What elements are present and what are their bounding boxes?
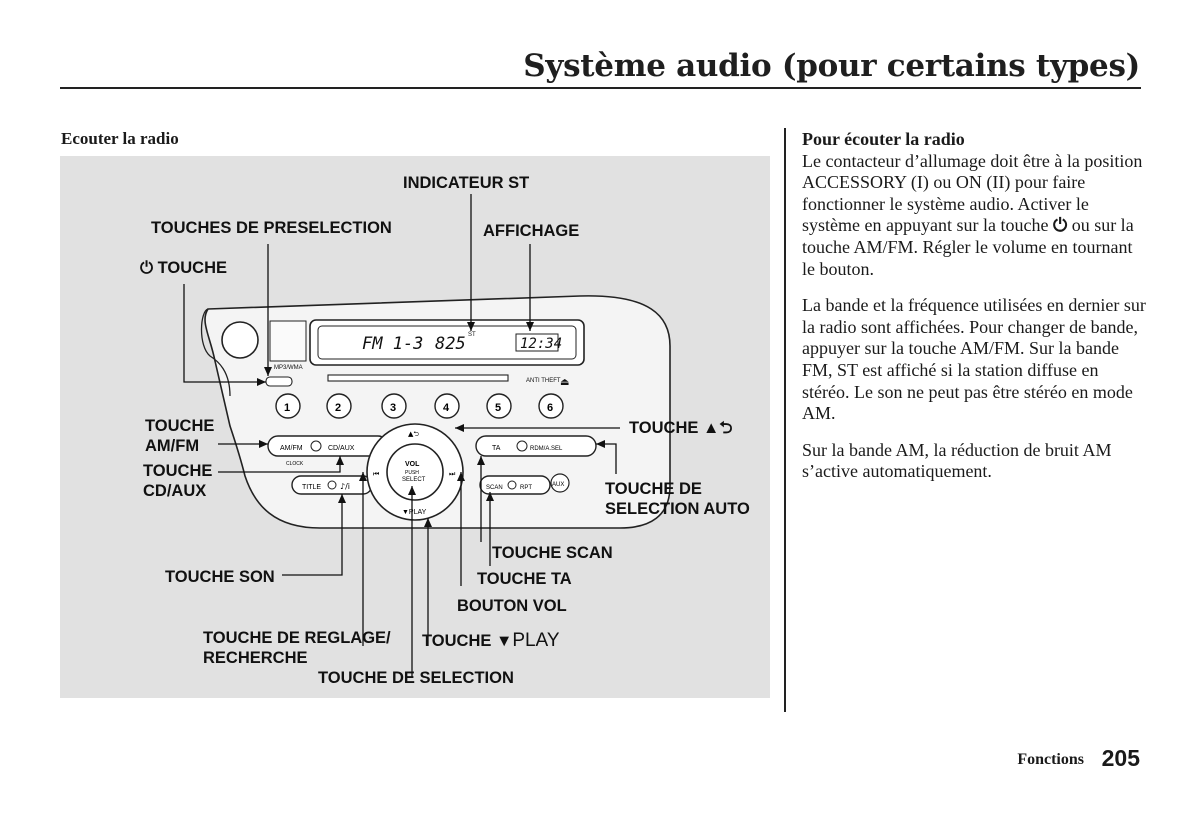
- label-touche-play: TOUCHE ▼PLAY: [422, 630, 560, 651]
- svg-text:4: 4: [443, 402, 450, 414]
- svg-text:AM/FM: AM/FM: [280, 445, 303, 452]
- radio-illustration: MP3/WMA FM 1-3 825 ST 12:34 ANTI THEFT ⏏…: [183, 194, 671, 678]
- left-knob: [221, 321, 259, 359]
- label-touche-cdaux: TOUCHE CD/AUX: [143, 462, 213, 500]
- power-icon: ⏻: [1052, 215, 1068, 237]
- label-touche-ta: TOUCHE TA: [477, 570, 572, 588]
- label-touche-son: TOUCHE SON: [165, 568, 275, 586]
- svg-text:RPT: RPT: [520, 485, 532, 491]
- label-touche-eject: TOUCHE ▲⮌: [629, 419, 733, 437]
- page-number: 205: [1101, 745, 1140, 771]
- left-wing: [200, 308, 231, 397]
- title-rule: [60, 87, 1141, 89]
- svg-text:SCAN: SCAN: [486, 485, 503, 491]
- label-touche-amfm: TOUCHE AM/FM: [145, 417, 215, 455]
- svg-text:VOL: VOL: [405, 461, 420, 468]
- label-affichage: AFFICHAGE: [483, 222, 580, 240]
- display-freq: 825: [435, 334, 466, 354]
- paragraph-2: La bande et la fréquence utilisées en de…: [802, 295, 1146, 424]
- svg-text:6: 6: [547, 402, 553, 414]
- svg-text:1: 1: [284, 402, 290, 414]
- volume-knob: [386, 443, 444, 501]
- svg-text:TA: TA: [492, 445, 501, 452]
- label-touche-selection: TOUCHE DE SELECTION: [318, 669, 514, 687]
- preset-buttons: 1 2 3 4 5 6: [275, 393, 564, 419]
- anti-theft-text: ANTI THEFT: [526, 378, 561, 384]
- label-touche-scan: TOUCHE SCAN: [492, 544, 613, 562]
- leader-lines: [183, 194, 620, 678]
- display-inner: [317, 325, 577, 360]
- svg-text:PUSH: PUSH: [405, 470, 419, 476]
- label-touche-power: ⏻ TOUCHE: [140, 259, 228, 277]
- eject-symbol: ⏏: [560, 377, 569, 388]
- svg-text:5: 5: [495, 402, 501, 414]
- column-divider: [784, 128, 786, 712]
- svg-text:2: 2: [335, 402, 341, 414]
- power-icon: ⏻: [140, 259, 154, 277]
- mp3-badge: [269, 320, 307, 362]
- display-clock-box: [515, 333, 559, 352]
- label-bouton-vol: BOUTON VOL: [457, 597, 567, 615]
- label-indicateur-st: INDICATEUR ST: [403, 174, 530, 192]
- svg-text:⏮: ⏮: [373, 470, 379, 478]
- footer-section: Fonctions: [1017, 751, 1084, 768]
- paragraph-1: Le contacteur d’allumage doit être à la …: [802, 150, 1143, 279]
- cd-slot: [327, 374, 509, 382]
- ta-rdm-pill: [475, 435, 597, 457]
- label-touche-selection-auto: TOUCHE DE SELECTION AUTO: [605, 480, 750, 518]
- svg-text:♪/i: ♪/i: [340, 482, 350, 491]
- down-triangle-icon: ▼: [495, 632, 513, 650]
- right-column: Pour écouter la radio Le contacteur d’al…: [802, 129, 1147, 498]
- svg-text:3: 3: [390, 402, 396, 414]
- label-touches-preselection: TOUCHES DE PRESELECTION: [151, 219, 392, 237]
- label-touche-reglage: TOUCHE DE REGLAGE/ RECHERCHE: [203, 629, 391, 667]
- leader-arrows: [257, 322, 605, 527]
- svg-text:CLOCK: CLOCK: [286, 461, 304, 467]
- section-label: Ecouter la radio: [61, 129, 179, 148]
- display-clock: 12:34: [520, 336, 562, 352]
- audio-diagram: MP3/WMA FM 1-3 825 ST 12:34 ANTI THEFT ⏏…: [60, 156, 770, 698]
- paragraph-3: Sur la bande AM, la réduction de bruit A…: [802, 439, 1112, 482]
- right-heading: Pour écouter la radio: [802, 129, 965, 149]
- eject-back-icon: ▲⮌: [702, 419, 733, 437]
- page-title: Système audio (pour certains types): [523, 48, 1140, 84]
- svg-text:CD/AUX: CD/AUX: [328, 445, 355, 452]
- svg-text:⏭: ⏭: [449, 470, 456, 478]
- power-button-shape: [265, 376, 293, 387]
- svg-text:TITLE: TITLE: [302, 484, 321, 491]
- display-st: ST: [468, 332, 476, 338]
- svg-text:RDM/A.SEL: RDM/A.SEL: [530, 446, 563, 452]
- svg-text:▲⮌: ▲⮌: [408, 430, 419, 438]
- svg-text:AUX: AUX: [552, 482, 564, 488]
- svg-text:SELECT: SELECT: [402, 477, 426, 483]
- display-band: FM 1-3: [362, 334, 423, 354]
- aux-jack: [550, 473, 570, 493]
- mp3-text: MP3/WMA: [274, 365, 303, 371]
- svg-text:▼PLAY: ▼PLAY: [402, 509, 427, 516]
